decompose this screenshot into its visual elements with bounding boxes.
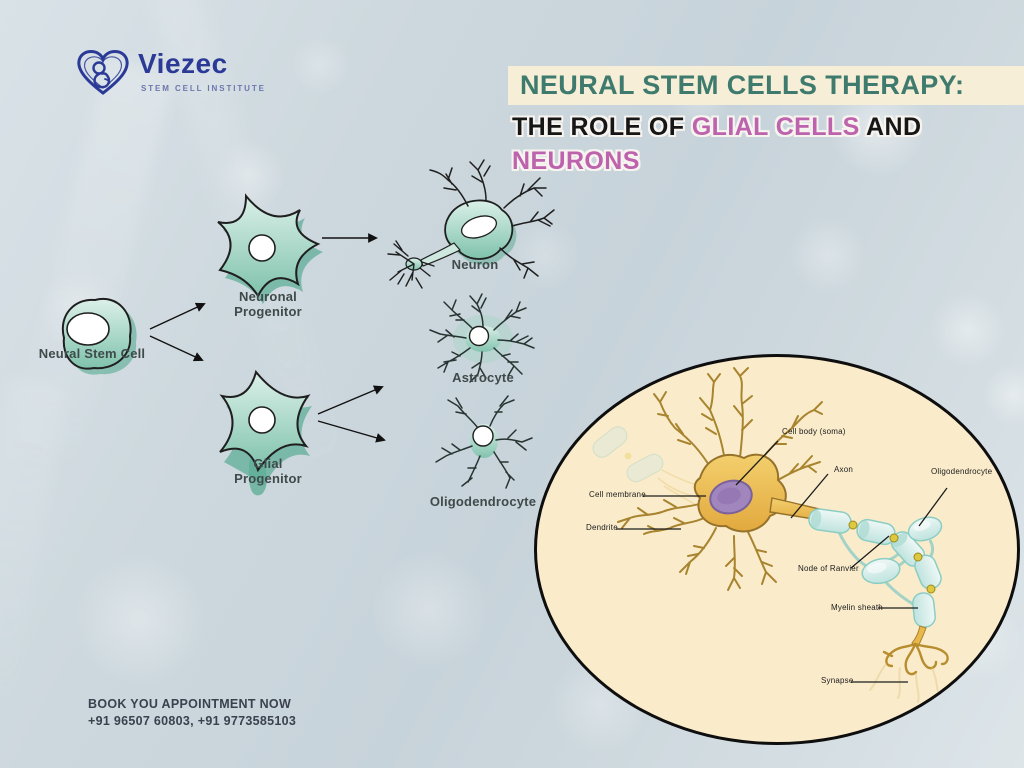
anatomy-label-cell-membrane: Cell membrane (589, 490, 646, 499)
title-line2-highlight: GLIAL CELLS (691, 113, 860, 141)
anatomy-label-oligodendrocyte: Oligodendrocyte (931, 467, 993, 476)
neuron-label: Neuron (451, 257, 499, 272)
brand-logo: Viezec STEM CELL INSTITUTE (74, 46, 304, 106)
label-line: Neuronal (239, 289, 297, 304)
anatomy-label-axon: Axon (834, 465, 854, 474)
oligodendrocyte-body (861, 516, 943, 585)
label-line: Glial (253, 456, 283, 471)
astrocyte-shape (429, 293, 535, 383)
heart-fetus-icon (77, 50, 129, 95)
title-line3: NEURONS (512, 147, 640, 175)
appointment-heading: BOOK YOU APPOINTMENT NOW (88, 697, 292, 711)
neuron-anatomy-panel: Cell body (soma) Axon Oligodendrocyte Ce… (534, 354, 1020, 745)
light-streak (5, 57, 175, 483)
label-leader-lines (616, 440, 948, 683)
anatomy-label-dendrite: Dendrite (586, 523, 618, 532)
dendrites (617, 367, 823, 591)
oligodendrocyte-shape (435, 395, 533, 489)
title-line2-prefix: THE ROLE OF (512, 113, 692, 141)
astrocyte-label: Astrocyte (452, 370, 514, 385)
anatomy-label-cell-body: Cell body (soma) (782, 427, 846, 436)
neuronal-progenitor-shape (217, 193, 323, 304)
title-line2: THE ROLE OF GLIAL CELLS AND (512, 113, 921, 142)
arrow-nsc-to-neuronal (149, 302, 206, 330)
title-line1: NEURAL STEM CELLS THERAPY: (520, 70, 965, 100)
neural-stem-cell-shape (61, 297, 137, 375)
anatomy-label-node-of-ranvier: Node of Ranvier (798, 564, 859, 573)
arrow-glial-to-astrocyte (317, 385, 384, 415)
arrow-glial-to-oligodendrocyte (317, 420, 386, 443)
light-streak (0, 377, 69, 713)
neuron-anatomy-drawing (592, 367, 949, 703)
anatomy-label-synapse: Synapse (821, 676, 854, 685)
label-line: Progenitor (234, 470, 302, 486)
oligodendrocyte-label: Oligodendrocyte (429, 494, 537, 509)
axon-terminal (869, 625, 949, 703)
neural-stem-cell-label: Neural Stem Cell (38, 346, 146, 361)
phone-numbers: +91 96507 60803, +91 9773585103 (88, 714, 297, 728)
title-banner: NEURAL STEM CELLS THERAPY: (508, 66, 1024, 105)
brand-name: Viezec (138, 48, 228, 79)
anatomy-label-myelin-sheath: Myelin sheath (831, 603, 883, 612)
label-line: Progenitor (234, 303, 302, 319)
brand-tagline: STEM CELL INSTITUTE (141, 84, 266, 93)
title-line2-suffix: AND (859, 113, 922, 141)
nucleus (709, 479, 753, 515)
contact-block: BOOK YOU APPOINTMENT NOW +91 96507 60803… (88, 697, 296, 728)
